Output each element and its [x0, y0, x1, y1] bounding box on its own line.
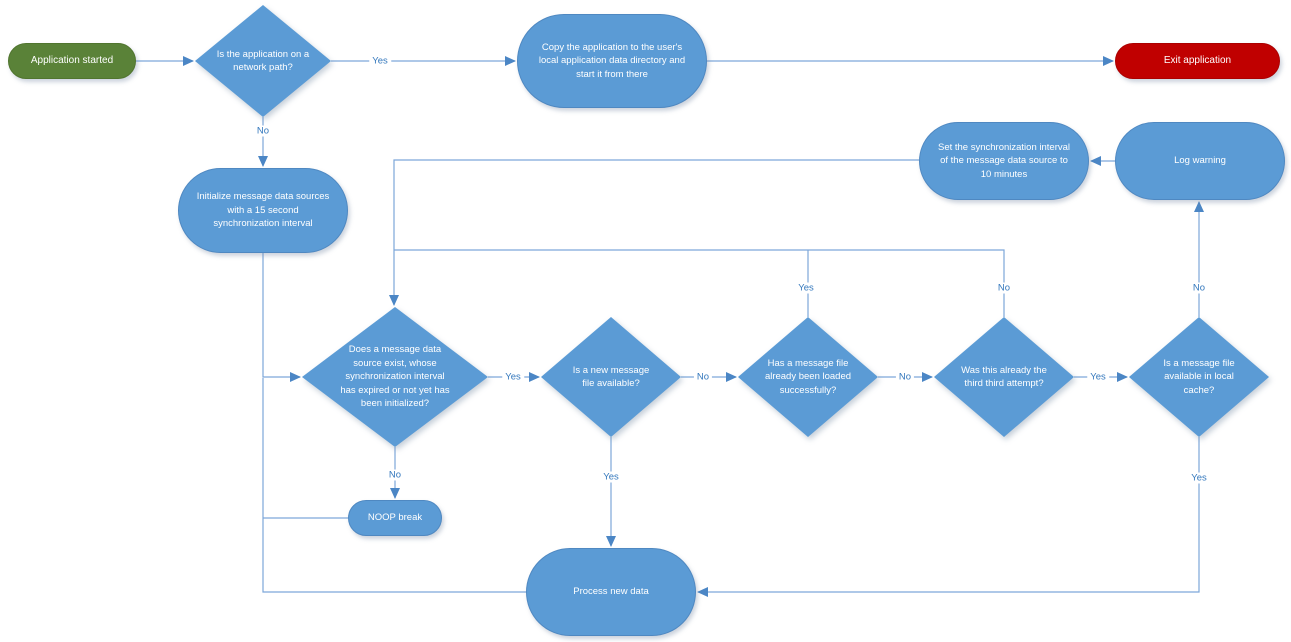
node-label: Was this already the third third attempt… [961, 364, 1047, 389]
node-set-interval-10-minutes[interactable]: Set the synchronization interval of the … [919, 122, 1089, 200]
node-label: Set the synchronization interval of the … [937, 141, 1071, 180]
edge-interval-to-source [389, 159, 919, 306]
node-local-cache-decision[interactable]: Is a message file available in local cac… [1129, 317, 1269, 437]
edge-label-loaded-no: No [895, 371, 915, 383]
node-initialize-sources[interactable]: Initialize message data sources with a 1… [178, 168, 348, 253]
edge-label-new-file-yes: Yes [600, 471, 622, 483]
edge-third-no [394, 249, 1005, 317]
edge-label-network-yes: Yes [369, 55, 391, 67]
edge-process-loop [262, 378, 526, 593]
edge-label-cache-yes: Yes [1188, 472, 1210, 484]
node-log-warning[interactable]: Log warning [1115, 122, 1285, 200]
node-third-attempt-decision[interactable]: Was this already the third third attempt… [934, 317, 1074, 437]
node-label: Copy the application to the user's local… [538, 41, 686, 80]
edge-cache-yes [697, 437, 1200, 597]
node-source-expired-decision[interactable]: Does a message data source exist, whose … [302, 307, 488, 447]
node-new-file-decision[interactable]: Is a new message file available? [541, 317, 681, 437]
node-label: Is the application on a network path? [216, 48, 310, 73]
node-label: Has a message file already been loaded s… [764, 357, 852, 396]
node-label: Initialize message data sources with a 1… [196, 191, 330, 230]
node-already-loaded-decision[interactable]: Has a message file already been loaded s… [738, 317, 878, 437]
edge-label-third-no: No [994, 282, 1014, 294]
edge-init-to-source-check [262, 253, 301, 382]
node-noop-break[interactable]: NOOP break [348, 500, 442, 536]
node-copy-to-local[interactable]: Copy the application to the user's local… [517, 14, 707, 108]
node-label: Process new data [573, 586, 649, 598]
node-label: NOOP break [367, 512, 423, 524]
node-label: Log warning [1174, 155, 1226, 167]
node-label: Exit application [1163, 54, 1232, 66]
node-label: Is a message file available in local cac… [1163, 357, 1235, 396]
node-process-new-data[interactable]: Process new data [526, 548, 696, 636]
edge-label-third-yes: Yes [1087, 371, 1109, 383]
edge-label-source-yes: Yes [502, 371, 524, 383]
node-exit-application[interactable]: Exit application [1115, 43, 1280, 79]
node-application-started[interactable]: Application started [8, 43, 136, 79]
node-label: Does a message data source exist, whose … [340, 344, 450, 410]
node-label: Is a new message file available? [572, 364, 650, 389]
edge-label-new-file-no: No [693, 371, 713, 383]
node-network-path-decision[interactable]: Is the application on a network path? [195, 5, 331, 117]
node-label: Application started [30, 54, 114, 66]
edge-label-source-no: No [385, 469, 405, 481]
edge-label-network-no: No [253, 125, 273, 137]
edge-label-cache-no: No [1189, 282, 1209, 294]
edge-label-loaded-yes: Yes [795, 282, 817, 294]
